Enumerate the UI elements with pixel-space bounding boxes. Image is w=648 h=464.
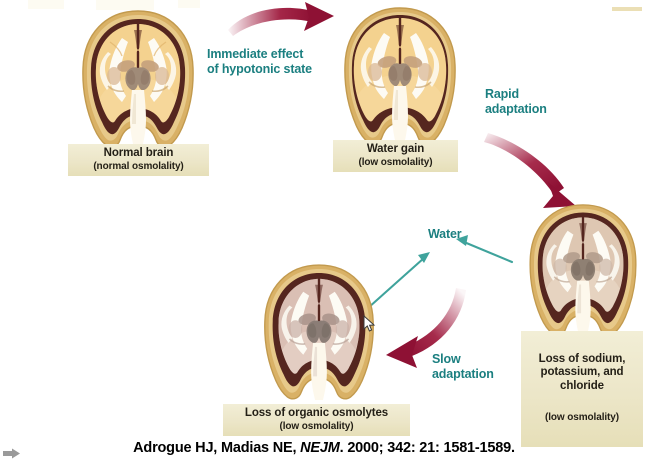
corner-pointer-marker — [3, 448, 20, 459]
brain-electrolyte-loss — [520, 202, 646, 344]
arrow-water-from-electrolytes — [456, 235, 514, 264]
caption-osmolyte-loss-sub: (low osmolality) — [279, 420, 354, 432]
arrow-immediate-effect — [228, 2, 334, 36]
label-rapid-adaptation: Rapid adaptation — [485, 87, 547, 117]
label-slow-adaptation: Slow adaptation — [432, 352, 494, 382]
caption-water-gain: Water gain (low osmolality) — [333, 140, 458, 173]
caption-osmolyte-loss-main: Loss of organic osmolytes — [244, 407, 389, 419]
caption-electrolyte-loss: Loss of sodium, potassium, and chloride … — [521, 331, 643, 448]
caption-normal-brain-sub: (normal osmolality) — [93, 160, 184, 172]
arrow-rapid-adaptation — [484, 133, 576, 208]
top-edge-artifact — [612, 7, 642, 11]
label-water: Water — [428, 227, 462, 241]
top-edge-artifact — [28, 0, 64, 9]
caption-electrolyte-loss-sub: (low osmolality) — [545, 412, 619, 424]
brain-osmolyte-loss — [256, 262, 382, 408]
caption-osmolyte-loss: Loss of organic osmolytes (low osmolalit… — [223, 404, 410, 437]
citation-journal: NEJM — [300, 440, 340, 456]
caption-water-gain-sub: (low osmolality) — [358, 156, 433, 168]
caption-normal-brain-main: Normal brain — [103, 147, 174, 159]
caption-electrolyte-loss-main: Loss of sodium, potassium, and chloride — [538, 352, 626, 392]
caption-normal-brain: Normal brain (normal osmolality) — [68, 144, 209, 177]
brain-water-gain — [336, 5, 464, 153]
label-immediate-effect: Immediate effect of hypotonic state — [207, 47, 312, 77]
brain-normal — [74, 8, 202, 156]
mouse-cursor — [363, 315, 376, 332]
citation-prefix: Adrogue HJ, Madias NE, — [133, 440, 301, 456]
top-edge-artifact — [178, 0, 200, 8]
citation: Adrogue HJ, Madias NE, NEJM. 2000; 342: … — [0, 440, 648, 456]
top-edge-artifact — [96, 0, 154, 10]
citation-suffix: . 2000; 342: 21: 1581-1589. — [339, 440, 515, 456]
caption-water-gain-main: Water gain — [366, 143, 425, 155]
